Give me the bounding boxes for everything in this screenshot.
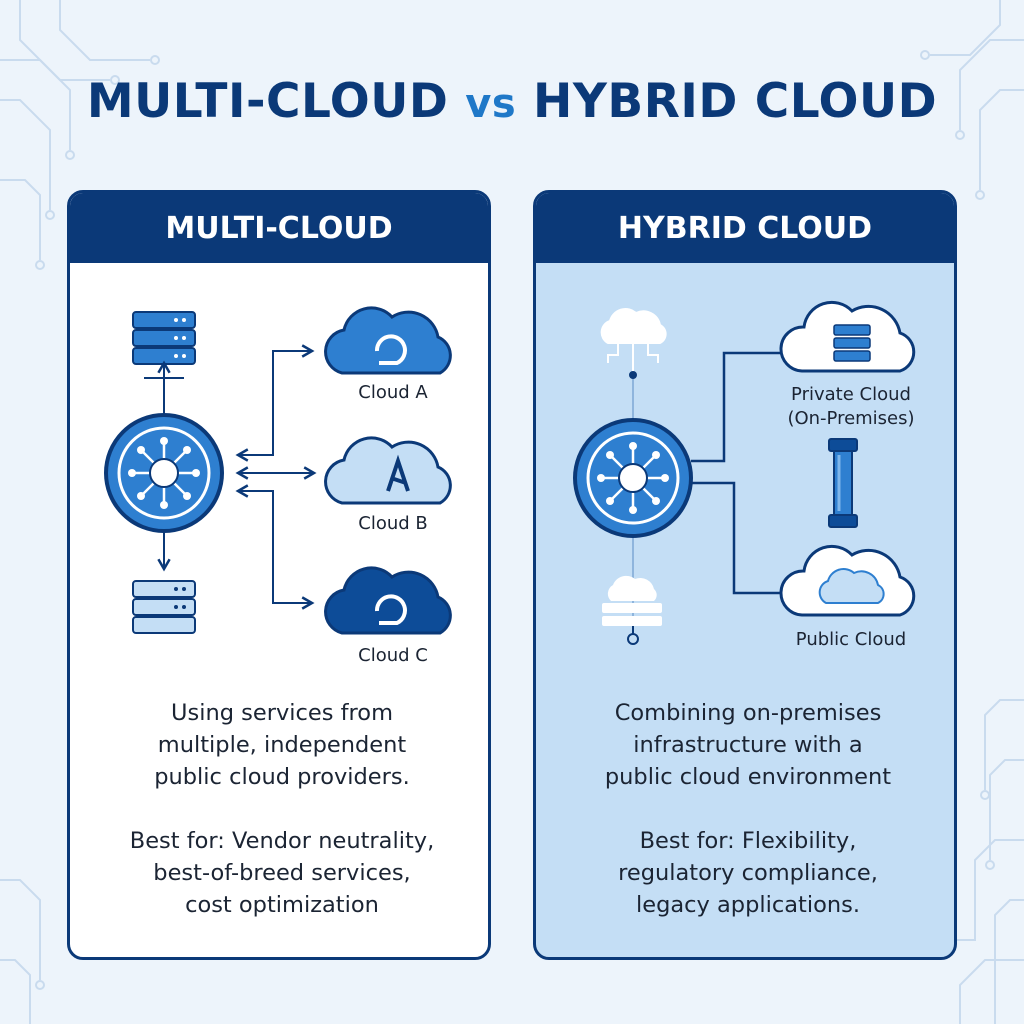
- cloud-icon: [324, 436, 452, 505]
- title-vs: vs: [465, 81, 517, 127]
- hub-icon: [104, 413, 224, 533]
- private-cloud-label-line2: (On-Premises): [787, 408, 915, 429]
- multi-cloud-panel: MULTI-CLOUD: [67, 190, 491, 960]
- hybrid-cloud-header: HYBRID CLOUD: [536, 193, 954, 263]
- link-to-public-cloud: [691, 481, 782, 595]
- title-hybrid-cloud: HYBRID CLOUD: [533, 74, 938, 129]
- cloud-icon: [324, 306, 452, 375]
- cloud-a-label: Cloud A: [358, 382, 428, 403]
- best-for-line: legacy applications.: [636, 892, 860, 918]
- arrow-to-cloud-a: [235, 344, 315, 462]
- cloud-c-label: Cloud C: [358, 645, 428, 666]
- best-for-line: regulatory compliance,: [618, 860, 878, 886]
- hybrid-cloud-description: Combining on-premises infrastructure wit…: [546, 697, 950, 793]
- title-multi-cloud: MULTI-CLOUD: [86, 74, 449, 129]
- server-rack-icon: [132, 311, 196, 379]
- hub-icon: [573, 418, 693, 538]
- server-rack-icon: [132, 580, 196, 634]
- cloud-network-icon: [600, 308, 667, 379]
- desc-line: Using services from: [171, 700, 393, 726]
- multi-cloud-description: Using services from multiple, independen…: [80, 697, 484, 793]
- public-cloud-icon: [779, 544, 916, 617]
- desc-line: multiple, independent: [157, 732, 407, 758]
- hybrid-cloud-panel: HYBRID CLOUD: [533, 190, 957, 960]
- private-cloud-label-line1: Private Cloud: [791, 384, 911, 405]
- multi-cloud-diagram: [104, 306, 452, 635]
- best-for-line: Best for: Flexibility,: [639, 828, 857, 854]
- desc-line: public cloud providers.: [154, 764, 410, 790]
- public-cloud-label: Public Cloud: [795, 629, 907, 650]
- multi-cloud-best-for: Best for: Vendor neutrality, best-of-bre…: [80, 825, 484, 921]
- cloud-b-label: Cloud B: [358, 513, 428, 534]
- hybrid-cloud-best-for: Best for: Flexibility, regulatory compli…: [546, 825, 950, 921]
- hybrid-cloud-diagram: [573, 300, 916, 645]
- desc-line: Combining on-premises: [614, 700, 882, 726]
- desc-line: infrastructure with a: [633, 732, 863, 758]
- server-icon: [602, 575, 662, 645]
- link-to-private-cloud: [691, 351, 782, 463]
- best-for-line: cost optimization: [185, 892, 379, 918]
- cloud-icon: [324, 566, 452, 635]
- page-title: MULTI-CLOUD vs HYBRID CLOUD: [0, 74, 1024, 129]
- best-for-line: Best for: Vendor neutrality,: [129, 828, 435, 854]
- best-for-line: best-of-breed services,: [153, 860, 411, 886]
- arrow-to-cloud-c: [235, 484, 315, 610]
- multi-cloud-header: MULTI-CLOUD: [70, 193, 488, 263]
- vpn-tunnel-icon: [828, 438, 858, 528]
- private-cloud-icon: [779, 300, 916, 373]
- private-cloud-label: Private Cloud (On-Premises): [756, 383, 946, 431]
- desc-line: public cloud environment: [604, 764, 892, 790]
